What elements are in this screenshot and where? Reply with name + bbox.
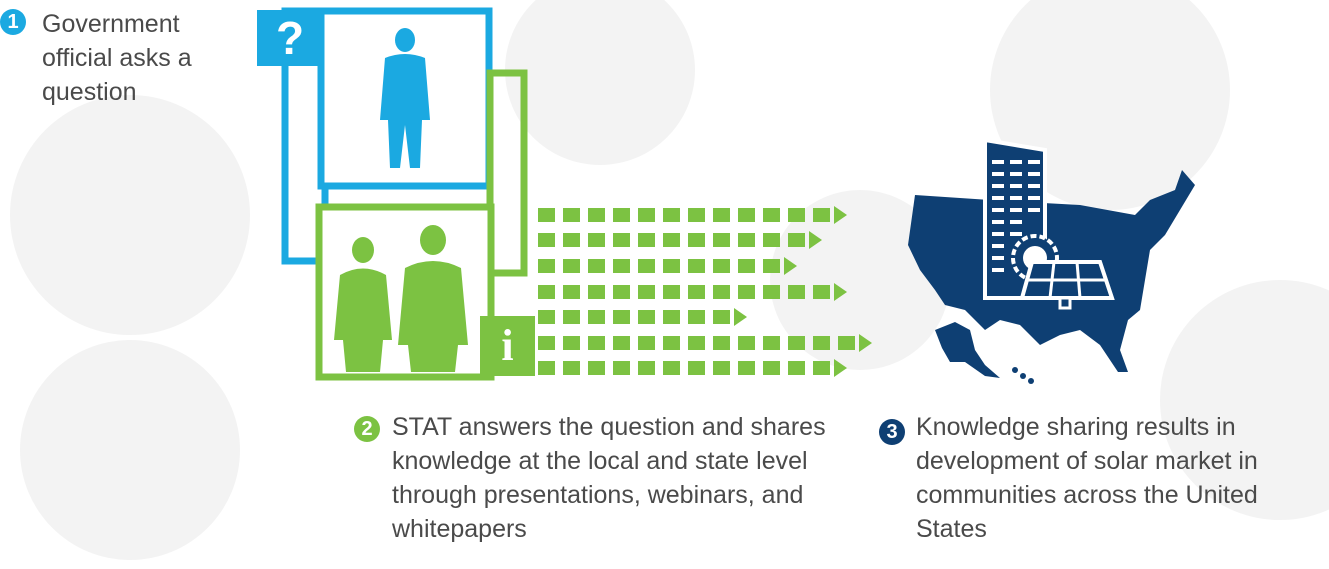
step-1-text: Government official asks a question	[42, 10, 192, 106]
solar-panel-icon	[1019, 260, 1115, 310]
question-mark-icon: ?	[275, 12, 305, 64]
stat-team-icon	[334, 225, 468, 372]
step-2-text: STAT answers the question and shares kno…	[392, 413, 826, 543]
stat-panel	[315, 69, 535, 381]
knowledge-arrows	[538, 206, 872, 377]
arrow-row	[538, 231, 822, 249]
step-1-badge: 1	[0, 9, 26, 35]
arrow-row	[538, 206, 847, 224]
arrow-row	[538, 334, 872, 352]
info-badge	[480, 316, 535, 376]
official-panel	[257, 7, 493, 265]
step-3-text: Knowledge sharing results in development…	[916, 413, 1258, 543]
background-gears	[10, 0, 1329, 560]
arrow-row	[538, 257, 797, 275]
arrow-row	[538, 308, 747, 326]
step-3-badge: 3	[879, 419, 905, 445]
arrow-row	[538, 359, 847, 377]
info-icon: i	[501, 321, 514, 370]
arrow-row	[538, 283, 847, 301]
alaska-shape	[935, 322, 1000, 378]
official-silhouette-icon	[380, 28, 430, 168]
question-badge	[257, 10, 323, 66]
step-2-badge: 2	[354, 416, 380, 442]
